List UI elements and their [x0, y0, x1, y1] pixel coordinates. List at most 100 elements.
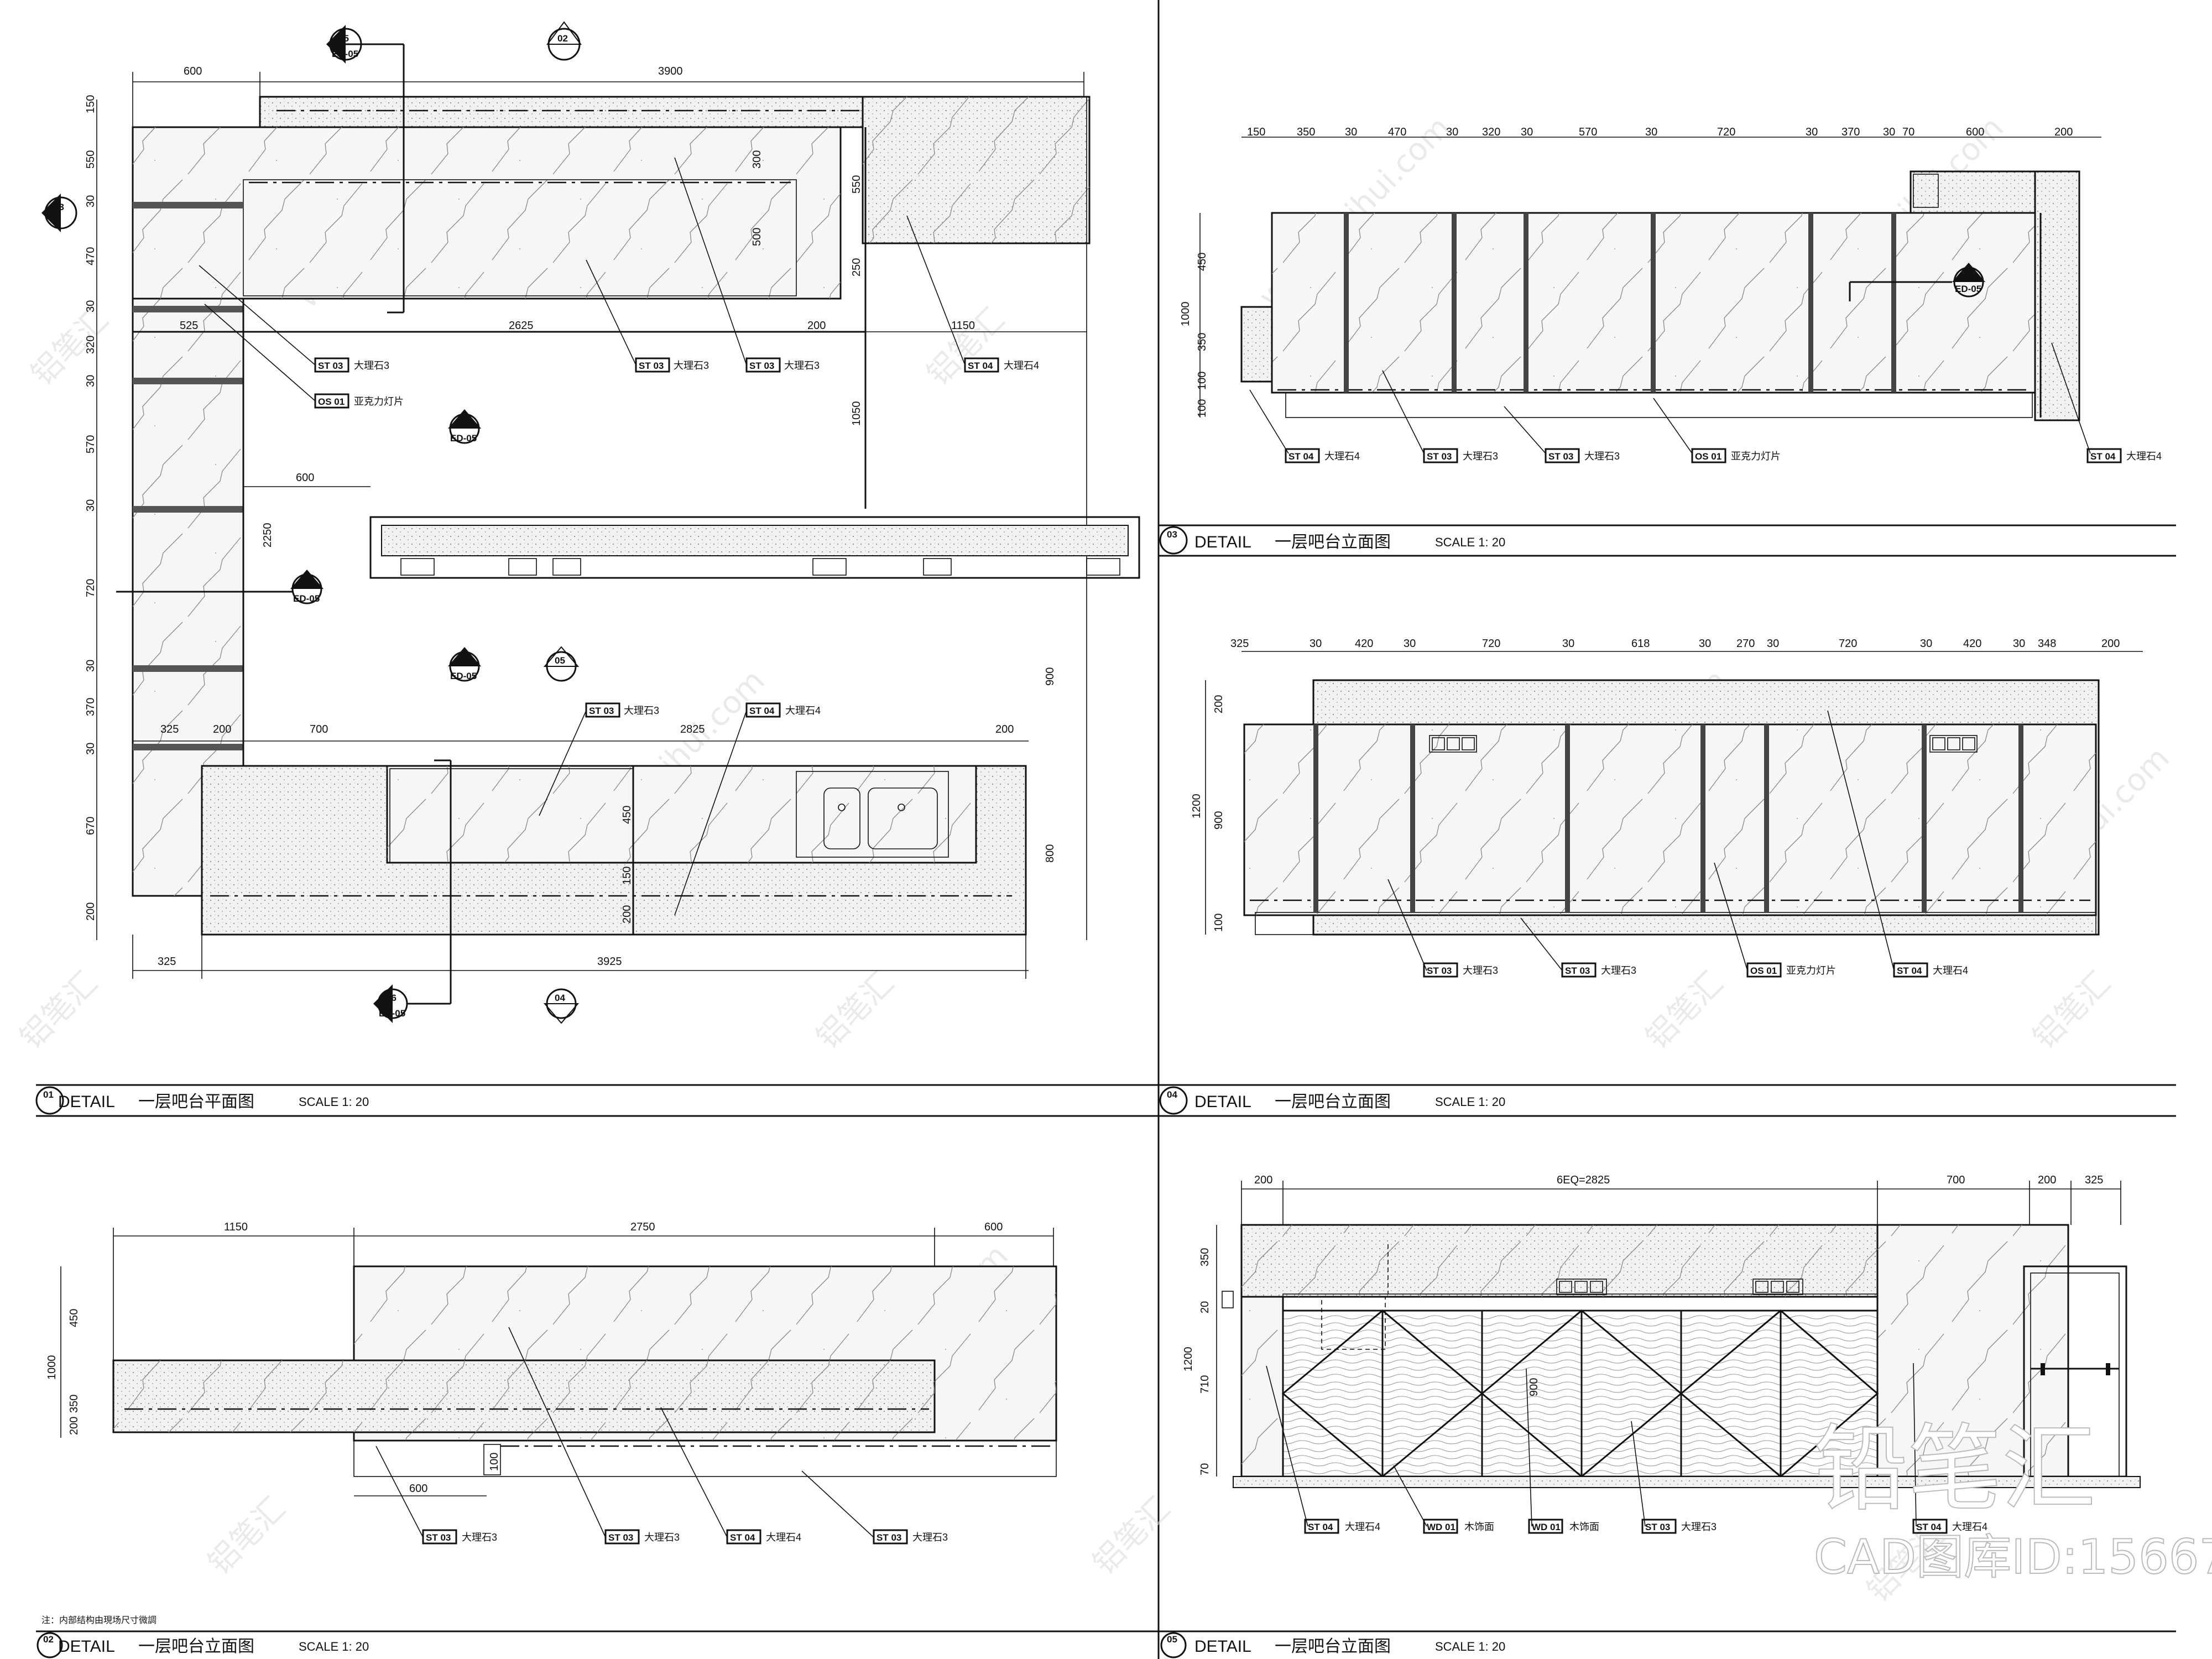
svg-text:1200: 1200 — [1191, 794, 1203, 819]
material-tag-st04: ST 04 大理石4 — [1912, 1363, 1987, 1534]
material-tag-st03: ST 03 大理石3 — [586, 259, 709, 373]
material-tag-st04: ST 04 大理石4 — [660, 1407, 801, 1545]
svg-text:800: 800 — [1044, 844, 1056, 863]
svg-text:570: 570 — [1579, 126, 1597, 138]
svg-text:470: 470 — [85, 247, 97, 265]
svg-text:600: 600 — [409, 1483, 427, 1495]
section-marker-03-icon[interactable]: 03 — [41, 194, 77, 232]
material-tag-st03: ST 03 大理石3 — [539, 702, 659, 816]
svg-text:30: 30 — [1806, 126, 1818, 138]
svg-text:200: 200 — [85, 902, 97, 921]
svg-text:710: 710 — [1199, 1375, 1211, 1394]
svg-text:03: 03 — [1167, 529, 1177, 540]
dim-plan-mid: 1150 — [951, 320, 975, 332]
svg-text:30: 30 — [1404, 638, 1416, 650]
footnote: 注：内部结构由現场尺寸微調 — [41, 1615, 156, 1625]
material-tag-st03: ST 03 大理石3 — [801, 1470, 948, 1545]
svg-text:亚克力灯片: 亚克力灯片 — [1786, 965, 1836, 976]
svg-text:30: 30 — [1767, 638, 1779, 650]
svg-text:30: 30 — [1920, 638, 1932, 650]
svg-text:350: 350 — [68, 1395, 80, 1413]
svg-text:450: 450 — [1196, 253, 1208, 271]
section-marker-02b-icon[interactable]: 02 ED-05 — [448, 409, 481, 444]
svg-text:200: 200 — [68, 1417, 80, 1435]
svg-text:DETAIL: DETAIL — [58, 1637, 115, 1656]
section-marker-04b-icon[interactable]: 04 — [543, 988, 580, 1024]
svg-text:02: 02 — [458, 418, 468, 428]
section-marker-03b-icon[interactable]: 03 ED-05 — [1952, 263, 1985, 298]
svg-text:30: 30 — [85, 195, 97, 207]
svg-text:200: 200 — [1213, 695, 1225, 713]
svg-text:大理石3: 大理石3 — [912, 1532, 948, 1543]
panel-elevation-04: 325 30 420 30 720 30 618 30 270 30 720 3… — [1159, 638, 2176, 1117]
panel-elevation-05: 200 6EQ=2825 700 200 325 350 20 1200 710… — [1159, 1174, 2176, 1658]
svg-text:SCALE 1: 20: SCALE 1: 20 — [299, 1095, 369, 1109]
material-tag-st03: ST 03 大理石3 — [1382, 370, 1498, 463]
svg-text:300: 300 — [751, 150, 763, 169]
svg-text:30: 30 — [1562, 638, 1574, 650]
svg-text:一层吧台立面图: 一层吧台立面图 — [138, 1637, 254, 1656]
svg-text:670: 670 — [85, 817, 97, 835]
svg-text:570: 570 — [85, 435, 97, 453]
svg-text:大理石4: 大理石4 — [785, 705, 821, 716]
watermark-cn: 铝笔汇 — [24, 301, 116, 393]
svg-text:720: 720 — [1482, 638, 1500, 650]
svg-text:一层吧台平面图: 一层吧台平面图 — [138, 1093, 254, 1111]
svg-text:600: 600 — [984, 1221, 1003, 1233]
svg-text:一层吧台立面图: 一层吧台立面图 — [1275, 1637, 1391, 1656]
svg-text:大理石3: 大理石3 — [674, 360, 709, 371]
svg-text:02: 02 — [557, 33, 568, 44]
svg-text:500: 500 — [751, 228, 763, 246]
section-marker-01-icon[interactable]: 01 ED-05 — [448, 647, 481, 682]
svg-text:720: 720 — [1839, 638, 1857, 650]
svg-text:30: 30 — [85, 375, 97, 387]
svg-text:ED-05: ED-05 — [1955, 284, 1981, 294]
svg-text:大理石3: 大理石3 — [784, 360, 820, 371]
svg-text:ST 03: ST 03 — [589, 706, 614, 716]
panel-elevation-02: 1150 2750 600 450 1000 350 200 600 100 S… — [36, 1221, 1159, 1658]
svg-text:01: 01 — [43, 1089, 54, 1100]
material-tag-st03: ST 03 大理石3 — [674, 157, 820, 373]
svg-text:30: 30 — [1645, 126, 1657, 138]
material-tag-st04: ST 04 大理石4 — [906, 215, 1039, 373]
svg-text:一层吧台立面图: 一层吧台立面图 — [1275, 1093, 1391, 1111]
svg-text:SCALE 1: 20: SCALE 1: 20 — [299, 1640, 369, 1653]
material-tag-wd01: WD 01 木饰面 — [1526, 1368, 1599, 1534]
svg-text:150: 150 — [1247, 126, 1265, 138]
section-marker-05-icon[interactable]: 05 ED-05 — [326, 25, 362, 64]
svg-text:325: 325 — [2085, 1174, 2103, 1186]
svg-text:03: 03 — [54, 202, 64, 212]
svg-text:100: 100 — [1196, 399, 1208, 418]
svg-text:ST 04: ST 04 — [1897, 966, 1922, 976]
svg-text:250: 250 — [851, 258, 863, 276]
svg-text:大理石4: 大理石4 — [1952, 1521, 1987, 1532]
material-tag-st04: ST 04 大理石4 — [674, 702, 821, 916]
section-marker-05b-icon[interactable]: 05 — [543, 646, 580, 682]
svg-text:700: 700 — [310, 723, 328, 735]
material-tag-st04: ST 04 大理石4 — [1827, 710, 1968, 978]
material-tag-st03: ST 03 大理石3 — [1387, 879, 1498, 978]
dim-plan-top: 600 — [184, 65, 202, 77]
svg-text:ST 03: ST 03 — [639, 361, 664, 371]
svg-text:木饰面: 木饰面 — [1569, 1521, 1599, 1532]
watermark-cn: 铝笔汇 — [1086, 1490, 1177, 1582]
svg-text:亚克力灯片: 亚克力灯片 — [1731, 451, 1781, 462]
svg-text:ED-05: ED-05 — [293, 593, 320, 604]
watermark-cn: 铝笔汇 — [13, 965, 105, 1056]
svg-text:348: 348 — [2038, 638, 2056, 650]
svg-text:ED-05: ED-05 — [332, 49, 358, 59]
svg-text:ST 04: ST 04 — [1288, 451, 1314, 462]
material-tag-os01: OS 01 亚克力灯片 — [204, 304, 404, 409]
svg-text:30: 30 — [85, 300, 97, 312]
svg-text:470: 470 — [1388, 126, 1406, 138]
watermark-logo: 铅笔汇 CAD图库ID:15667 — [1813, 1414, 2212, 1585]
svg-text:200: 200 — [213, 723, 231, 735]
section-marker-06-icon[interactable]: 06 ED-05 — [373, 984, 408, 1023]
material-tag-st03: ST 03 大理石3 — [375, 1446, 497, 1545]
svg-text:550: 550 — [85, 150, 97, 169]
section-marker-02-icon[interactable]: 02 — [546, 21, 582, 61]
svg-text:WD 01: WD 01 — [1532, 1522, 1561, 1532]
section-marker-04-icon[interactable]: 04 ED-05 — [290, 570, 324, 604]
svg-text:2250: 2250 — [262, 523, 274, 548]
svg-text:325: 325 — [160, 723, 179, 735]
